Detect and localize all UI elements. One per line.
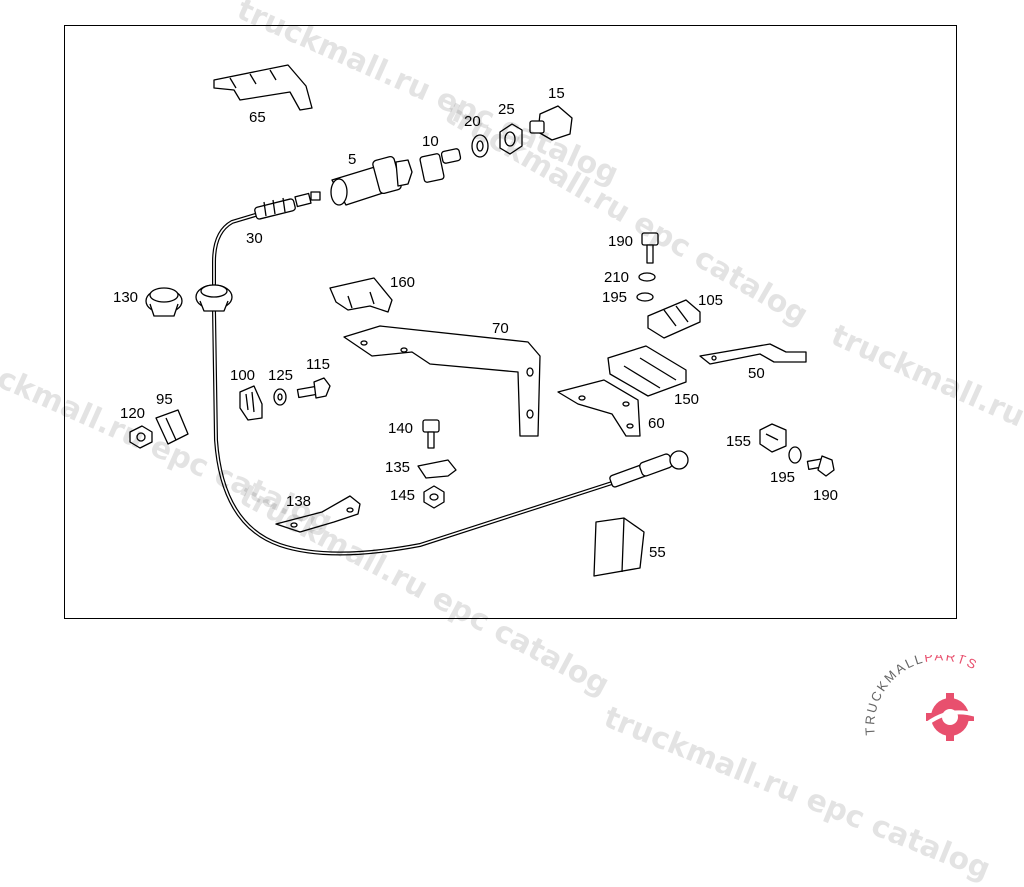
part-105-mount — [647, 299, 701, 339]
part-195-washer-top — [636, 292, 654, 302]
parts-diagram: 65 5 10 20 25 15 30 130 160 70 190 210 1… — [113, 64, 838, 577]
label-30: 30 — [246, 230, 263, 247]
truckmall-parts-logo: TRUCKMALLPARTS — [862, 655, 979, 741]
label-10: 10 — [422, 133, 439, 150]
part-labels: 65 5 10 20 25 15 30 130 160 70 190 210 1… — [113, 85, 838, 561]
label-70: 70 — [492, 320, 509, 337]
part-155-clip — [759, 423, 787, 453]
gear-icon — [926, 693, 977, 741]
label-20: 20 — [464, 113, 481, 130]
label-190-lower: 190 — [813, 487, 838, 504]
part-5-drive-unit — [330, 155, 413, 206]
label-195-top: 195 — [602, 289, 627, 306]
part-15-adapter — [529, 105, 573, 141]
part-95-clip — [155, 409, 189, 445]
label-155: 155 — [726, 433, 751, 450]
label-130: 130 — [113, 289, 138, 306]
part-55-bracket — [593, 517, 645, 577]
cable-grommet — [195, 284, 233, 312]
part-140-bolt — [422, 419, 440, 449]
label-95: 95 — [156, 391, 173, 408]
diagram-frame — [64, 25, 957, 619]
part-70-bracket — [343, 325, 541, 437]
part-145-nut — [423, 485, 445, 509]
label-150: 150 — [674, 391, 699, 408]
part-160-bracket — [329, 277, 393, 313]
part-20-washer-hole — [476, 140, 484, 152]
part-115-bolt — [296, 377, 331, 399]
part-135-clip — [417, 459, 457, 479]
part-25-nut — [499, 123, 523, 155]
cable-30 — [212, 191, 689, 556]
label-125: 125 — [268, 367, 293, 384]
label-120: 120 — [120, 405, 145, 422]
part-125-washer-hole — [277, 393, 283, 401]
part-50-strap — [699, 343, 807, 365]
part-60-bracket — [557, 379, 641, 437]
label-15: 15 — [548, 85, 565, 102]
label-140: 140 — [388, 420, 413, 437]
part-195-washer-lower — [788, 446, 802, 464]
label-55: 55 — [649, 544, 666, 561]
label-195-lower: 195 — [770, 469, 795, 486]
part-130-grommet — [145, 287, 183, 317]
label-138: 138 — [286, 493, 311, 510]
part-210-washer — [638, 272, 656, 282]
label-5: 5 — [348, 151, 356, 168]
label-50: 50 — [748, 365, 765, 382]
label-100: 100 — [230, 367, 255, 384]
part-190-bolt-lower — [806, 455, 835, 477]
label-190-top: 190 — [608, 233, 633, 250]
part-65-bracket — [213, 64, 313, 111]
label-105: 105 — [698, 292, 723, 309]
label-115: 115 — [306, 356, 330, 373]
label-65: 65 — [249, 109, 266, 126]
part-190-bolt-top — [641, 232, 659, 264]
label-135: 135 — [385, 459, 410, 476]
label-210: 210 — [604, 269, 629, 286]
part-100-clip — [239, 385, 263, 421]
part-120-nut — [129, 425, 153, 449]
label-145: 145 — [390, 487, 415, 504]
label-60: 60 — [648, 415, 665, 432]
part-10-shaft — [419, 148, 462, 183]
part-150-clamp — [607, 345, 687, 397]
part-138-bracket — [275, 495, 361, 533]
label-25: 25 — [498, 101, 515, 118]
label-160: 160 — [390, 274, 415, 291]
